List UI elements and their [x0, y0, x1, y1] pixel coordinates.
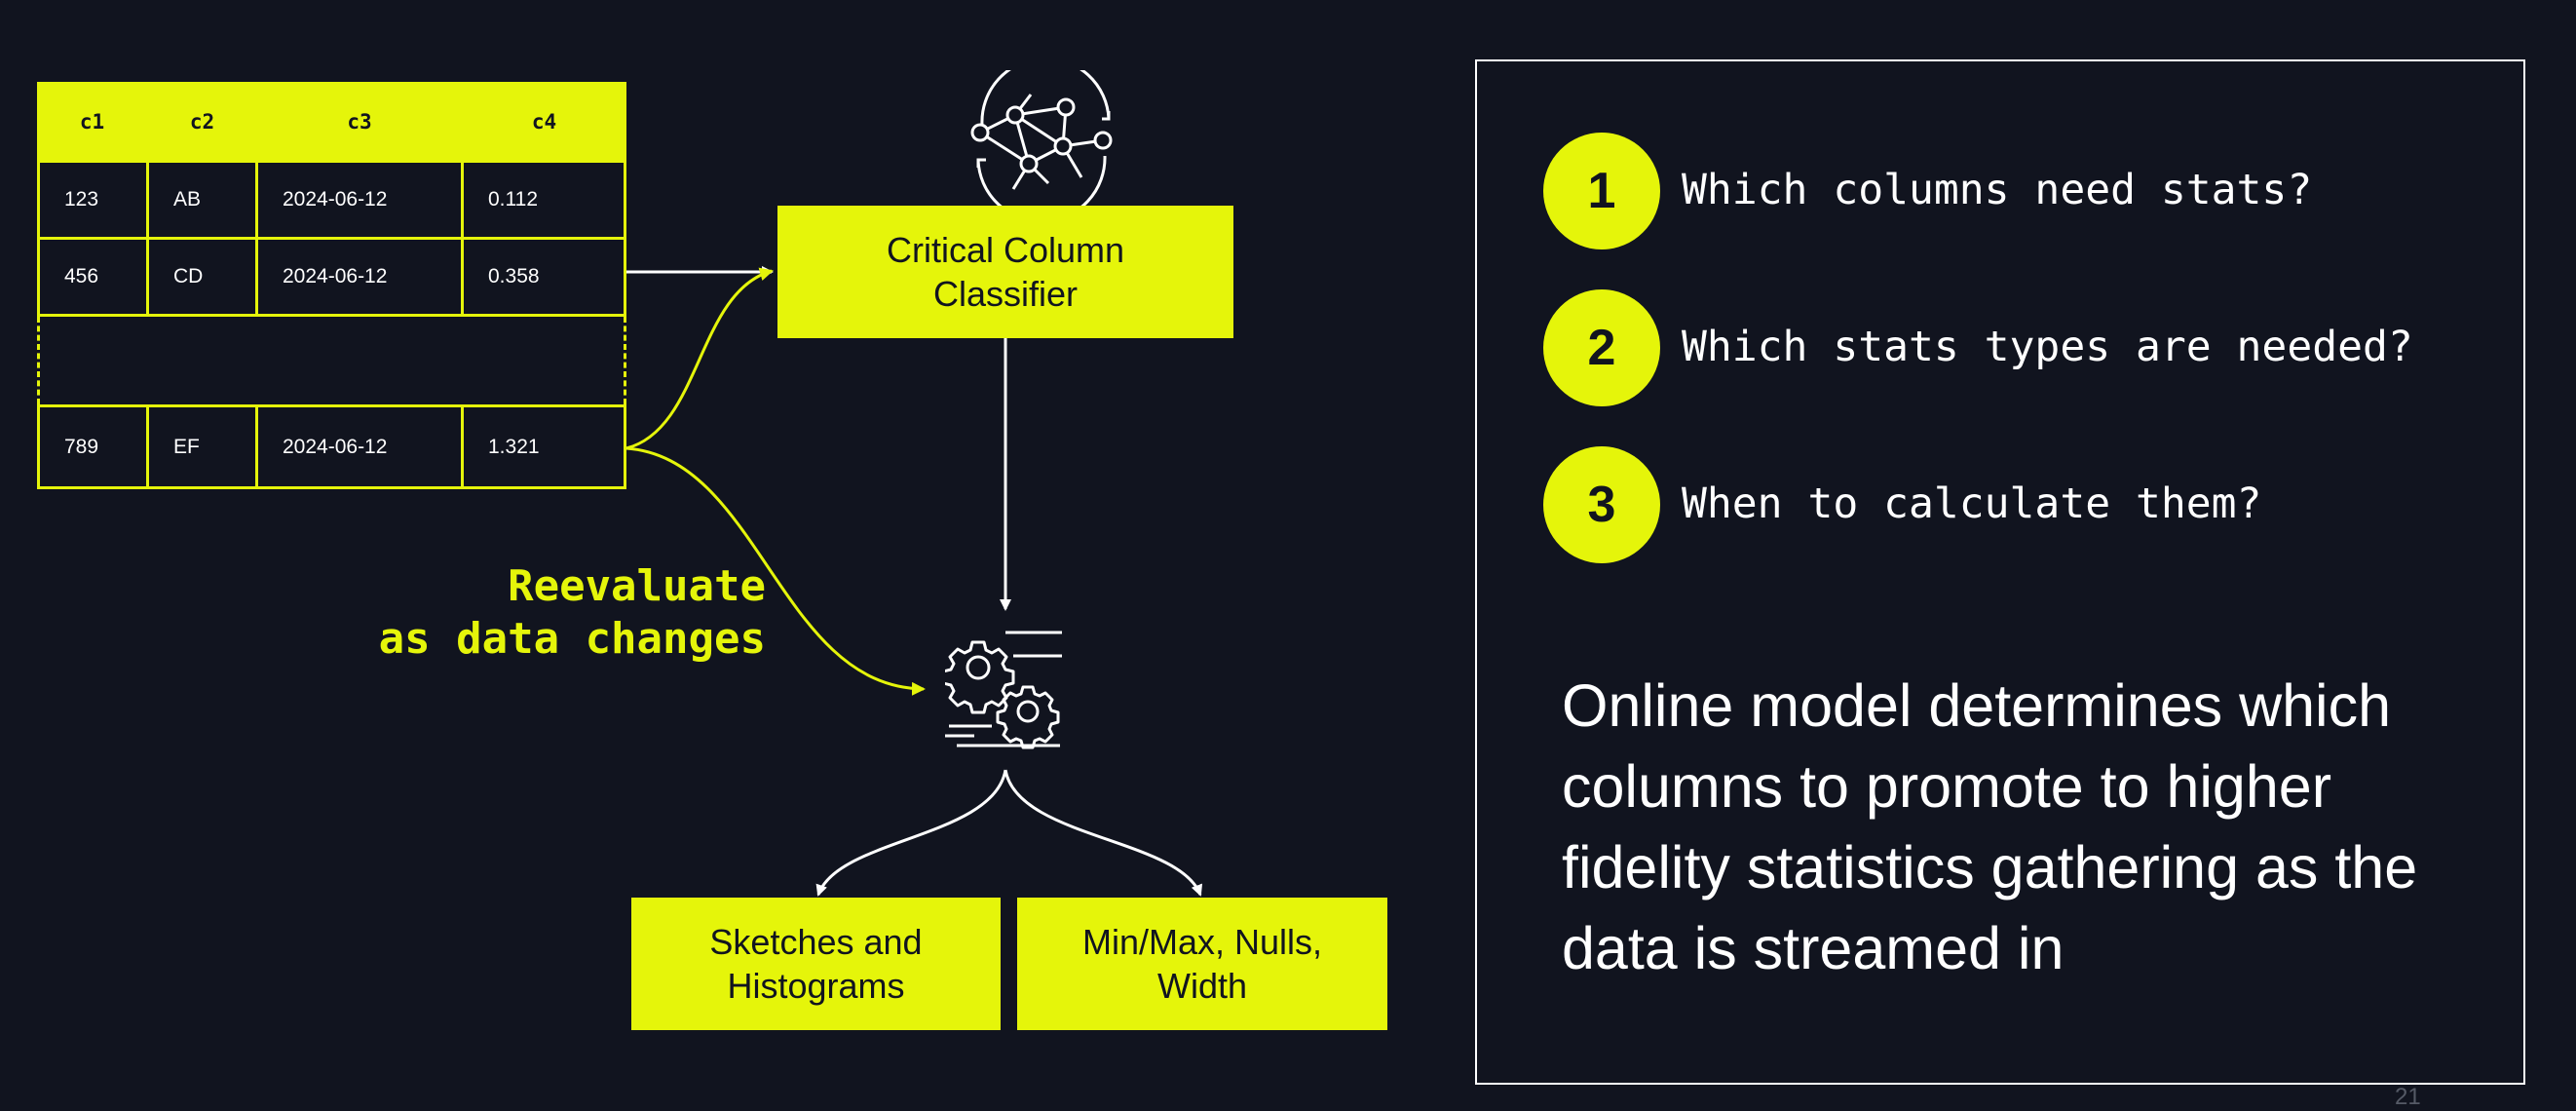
critical-column-classifier-box: Critical Column Classifier	[777, 206, 1233, 338]
table-cell: 1.321	[461, 404, 626, 489]
question-number-badge: 1	[1543, 133, 1660, 249]
reevaluate-curve	[625, 446, 926, 696]
gears-to-sketches-arrow	[815, 769, 1007, 897]
sketches-histograms-box: Sketches and Histograms	[631, 898, 1001, 1030]
row-to-classifier-curve	[625, 267, 774, 450]
table-header-cell: c1	[37, 82, 147, 162]
diagram-connectors	[625, 266, 1203, 897]
table-header-cell: c4	[462, 82, 626, 162]
table-header-cell: c3	[257, 82, 462, 162]
panel-description: Online model determines which columns to…	[1562, 672, 2418, 981]
page-number: 21	[2395, 1084, 2421, 1110]
reevaluate-label: Reevaluate as data changes	[378, 561, 766, 664]
question-text: Which stats types are needed?	[1682, 323, 2413, 371]
minmax-nulls-width-box: Min/Max, Nulls, Width	[1017, 898, 1387, 1030]
neural-network-cycle-icon	[970, 70, 1113, 207]
gears-to-minmax-arrow	[1004, 769, 1203, 897]
table-gap-left	[37, 317, 40, 404]
question-text: When to calculate them?	[1682, 479, 2262, 528]
table-header-cell: c2	[147, 82, 257, 162]
gears-icon	[945, 631, 1062, 749]
info-panel	[1475, 59, 2525, 1085]
question-text: Which columns need stats?	[1682, 166, 2313, 214]
question-number-badge: 3	[1543, 446, 1660, 563]
table-gap-right	[624, 317, 626, 404]
question-number-badge: 2	[1543, 289, 1660, 406]
table-cell: 0.358	[461, 237, 626, 317]
